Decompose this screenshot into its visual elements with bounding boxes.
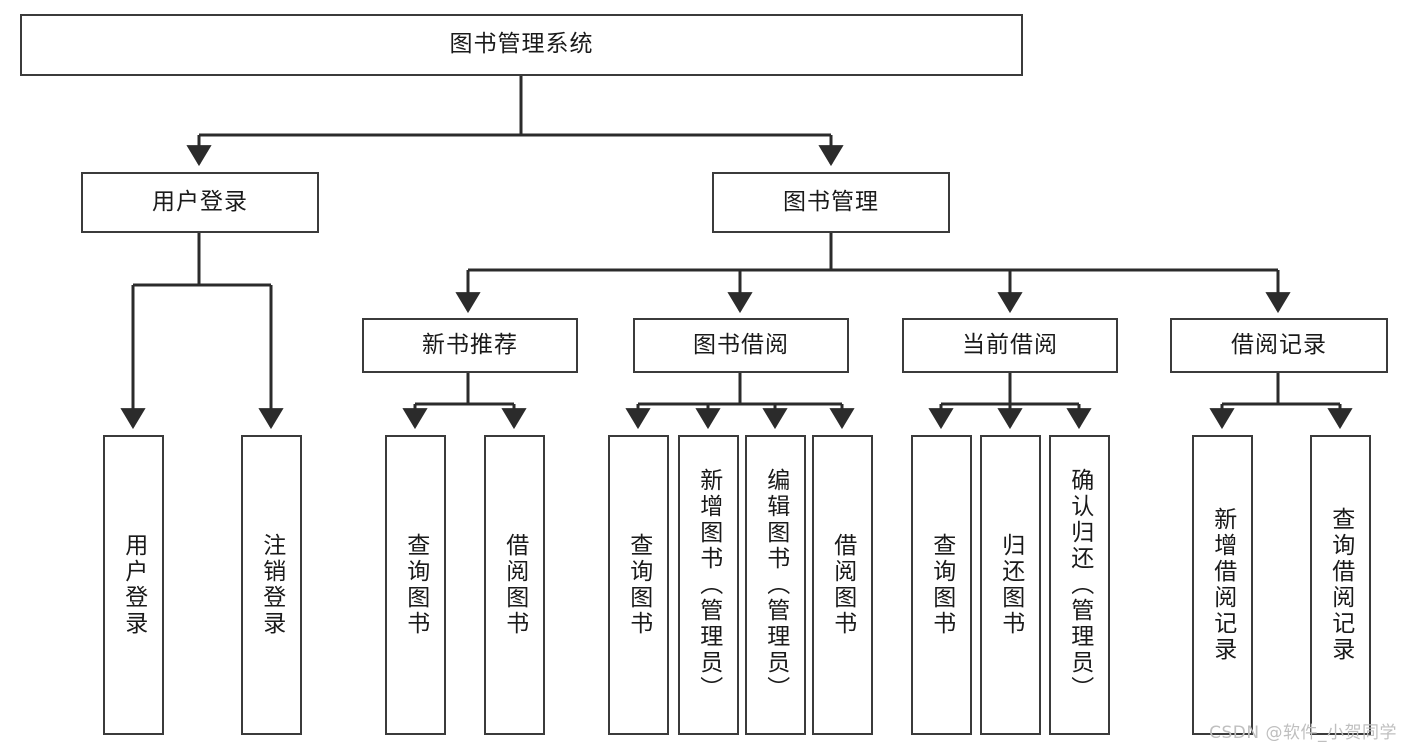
leaf-return-book-label: 归还图书 [997, 533, 1024, 637]
node-book-borrow-label: 图书借阅 [693, 331, 789, 358]
node-user-login-label: 用户登录 [152, 188, 248, 215]
node-book-manage[interactable]: 图书管理 [712, 172, 950, 233]
node-root[interactable]: 图书管理系统 [20, 14, 1023, 76]
node-user-login[interactable]: 用户登录 [81, 172, 319, 233]
leaf-query-record-label: 查询借阅记录 [1327, 507, 1354, 663]
leaf-query-book-3[interactable]: 查询图书 [911, 435, 972, 735]
leaf-query-book-1[interactable]: 查询图书 [385, 435, 446, 735]
leaf-return-book[interactable]: 归还图书 [980, 435, 1041, 735]
leaf-add-book-label: 新增图书（管理员） [695, 468, 722, 702]
node-borrow-record-label: 借阅记录 [1231, 331, 1327, 358]
leaf-edit-book-label: 编辑图书（管理员） [762, 468, 789, 702]
node-root-label: 图书管理系统 [449, 31, 594, 58]
leaf-add-record-label: 新增借阅记录 [1209, 507, 1236, 663]
csdn-watermark: CSDN @软件_小贺同学 [1209, 723, 1397, 743]
leaf-query-book-2[interactable]: 查询图书 [608, 435, 669, 735]
leaf-query-record[interactable]: 查询借阅记录 [1310, 435, 1371, 735]
leaf-borrow-book-1[interactable]: 借阅图书 [484, 435, 545, 735]
leaf-borrow-book-2[interactable]: 借阅图书 [812, 435, 873, 735]
leaf-logout-login-label: 注销登录 [258, 533, 285, 637]
leaf-borrow-book-1-label: 借阅图书 [501, 533, 528, 637]
leaf-edit-book[interactable]: 编辑图书（管理员） [745, 435, 806, 735]
node-current-borrow-label: 当前借阅 [962, 331, 1058, 358]
leaf-query-book-2-label: 查询图书 [625, 533, 652, 637]
leaf-query-book-3-label: 查询图书 [928, 533, 955, 637]
node-book-manage-label: 图书管理 [783, 188, 879, 215]
leaf-user-login[interactable]: 用户登录 [103, 435, 164, 735]
node-new-book-recommend-label: 新书推荐 [422, 331, 518, 358]
node-new-book-recommend[interactable]: 新书推荐 [362, 318, 578, 373]
leaf-confirm-return-label: 确认归还（管理员） [1066, 468, 1093, 702]
node-book-borrow[interactable]: 图书借阅 [633, 318, 849, 373]
node-current-borrow[interactable]: 当前借阅 [902, 318, 1118, 373]
leaf-query-book-1-label: 查询图书 [402, 533, 429, 637]
leaf-logout-login[interactable]: 注销登录 [241, 435, 302, 735]
leaf-add-record[interactable]: 新增借阅记录 [1192, 435, 1253, 735]
leaf-user-login-label: 用户登录 [120, 533, 147, 637]
leaf-borrow-book-2-label: 借阅图书 [829, 533, 856, 637]
leaf-confirm-return[interactable]: 确认归还（管理员） [1049, 435, 1110, 735]
node-borrow-record[interactable]: 借阅记录 [1170, 318, 1388, 373]
leaf-add-book[interactable]: 新增图书（管理员） [678, 435, 739, 735]
